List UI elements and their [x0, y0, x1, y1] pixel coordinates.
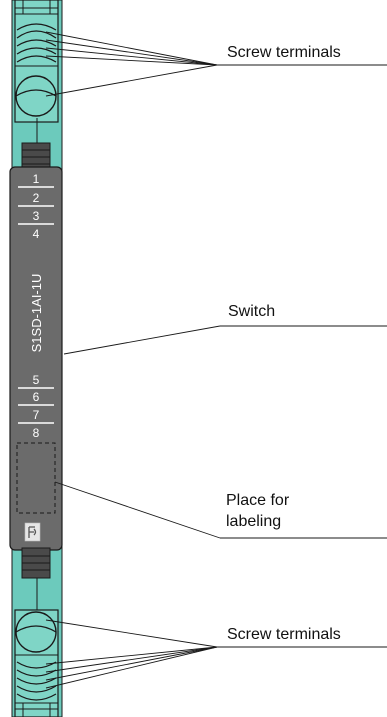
switch-position-8: 8	[33, 426, 40, 440]
top-screw-terminal-block	[14, 0, 59, 123]
leader-switch	[63, 325, 387, 355]
switch-position-2: 2	[33, 191, 40, 205]
pepperl-fuchs-logo-icon	[24, 522, 41, 542]
labeling-area	[16, 442, 56, 514]
switch-position-3: 3	[33, 209, 40, 223]
top-connector	[21, 142, 51, 172]
leader-screw-terminals-top	[45, 31, 387, 97]
switch-position-7: 7	[33, 408, 40, 422]
leader-labeling	[54, 481, 387, 539]
callout-place-for-labeling-line2: labeling	[226, 513, 282, 530]
callout-switch: Switch	[228, 303, 276, 320]
switch-position-5: 5	[33, 373, 40, 387]
screw-icon	[15, 611, 57, 653]
bottom-connector	[21, 547, 51, 579]
switch-position-4: 4	[33, 227, 40, 241]
switch-position-6: 6	[33, 390, 40, 404]
callout-screw-terminals-bottom: Screw terminals	[227, 626, 341, 643]
module-part-label: S1SD-1AI-1U	[29, 274, 44, 353]
screw-icon	[15, 75, 57, 117]
switch-position-1: 1	[33, 172, 40, 186]
callout-place-for-labeling-line1: Place for	[226, 492, 290, 509]
callout-place-for-labeling: Place for labeling	[226, 490, 289, 532]
leader-screw-terminals-bottom	[45, 619, 387, 689]
callout-screw-terminals-top: Screw terminals	[227, 44, 341, 61]
